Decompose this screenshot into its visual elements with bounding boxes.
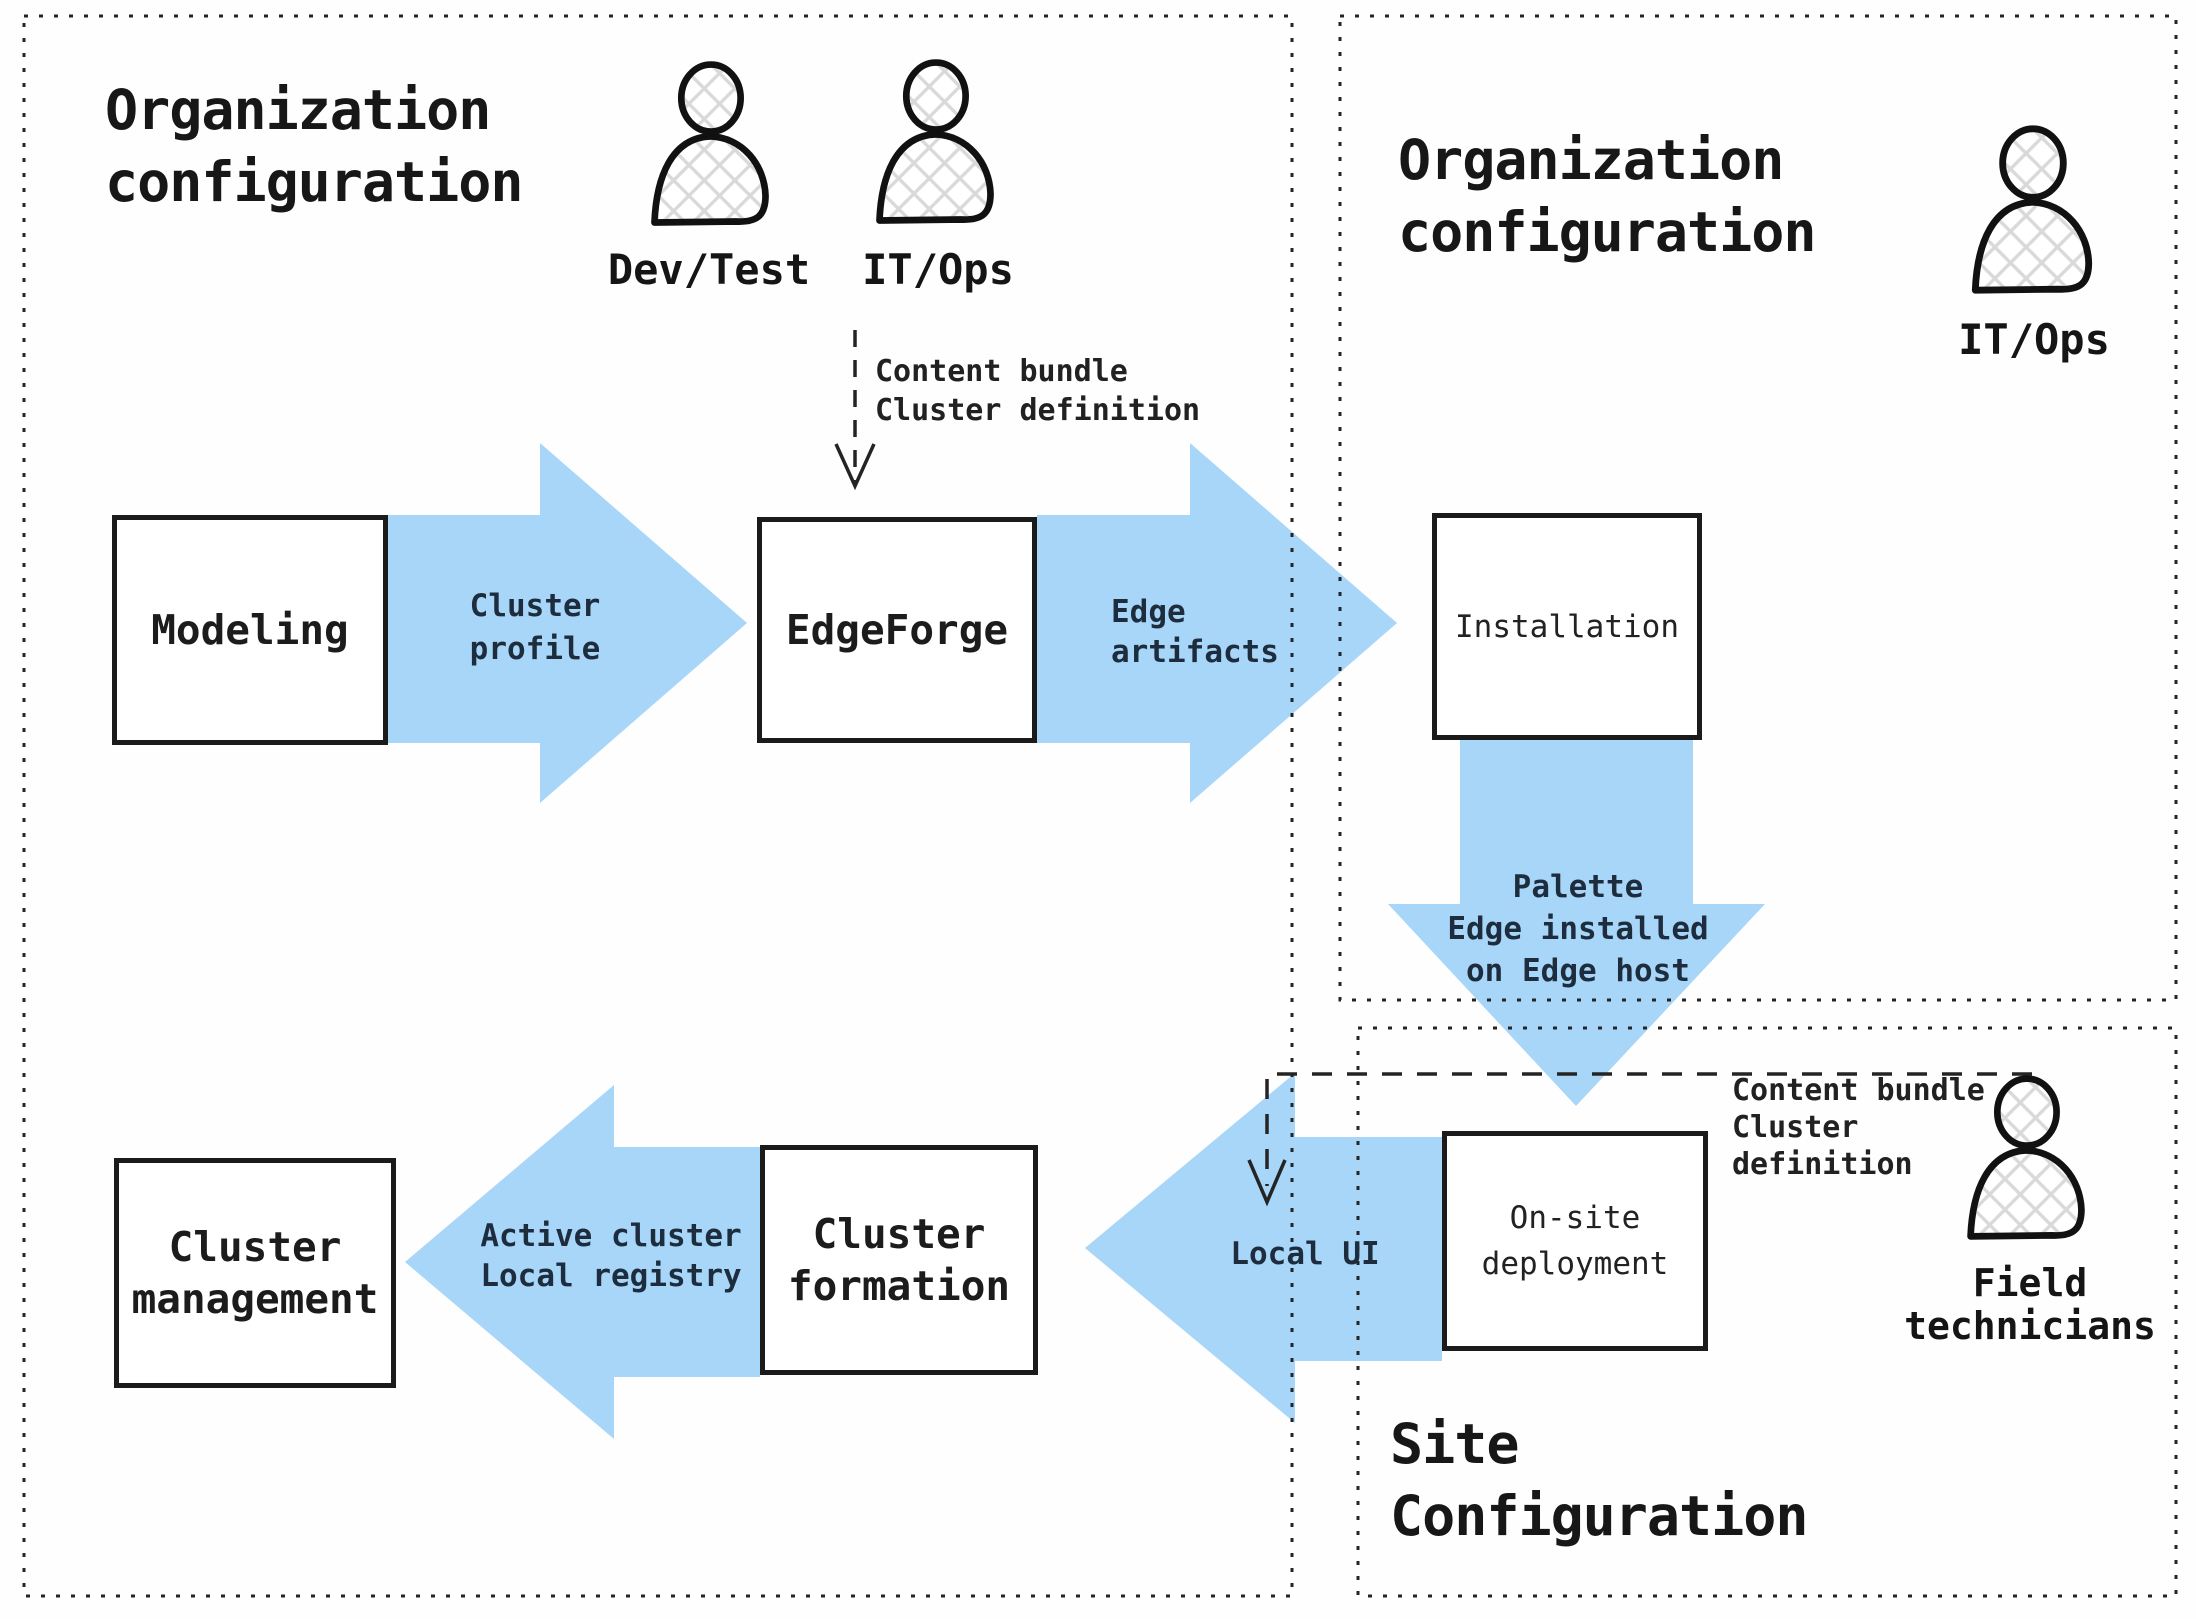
edge-artifacts-annotation: Edge artifacts [1111,594,1279,670]
site-config-title: Site Configuration [1390,1412,1808,1548]
palette-installed-annotation: Palette Edge installed on Edge host [1447,869,1709,989]
edgeforge-label: EdgeForge [785,605,1009,654]
it-ops-top-label: IT/Ops [862,245,1014,294]
installation-node: Installation [1432,513,1702,740]
region-border-org-config-left [22,14,1294,1598]
cluster-formation-node: Cluster formation [760,1145,1038,1375]
modeling-label: Modeling [151,605,349,654]
it-ops-top-person-icon [876,59,994,224]
cluster-formation-label: Cluster formation [787,1210,1011,1310]
local-ui-annotation: Local UI [1230,1236,1380,1272]
onsite-deployment-label: On-site deployment [1481,1200,1669,1282]
dashed-arrowhead-content-bundle [834,443,876,491]
content-bundle-site-annotation: Content bundle Cluster definition [1732,1073,1985,1182]
org-config-right-title: Organization configuration [1398,128,1816,264]
dashed-arrowhead-local-ui [1247,1159,1287,1207]
onsite-deployment-node: On-site deployment [1442,1131,1708,1351]
edgeforge-node: EdgeForge [757,517,1037,743]
region-border-org-config-right [1338,14,2178,1002]
arrow-edge-artifacts [1037,443,1397,803]
dashed-arrow-field-tech-to-local-ui [1265,1072,2032,1186]
field-technicians-label: Field technicians [1904,1261,2156,1348]
region-border-site-config [1356,1026,2178,1598]
it-ops-right-label: IT/Ops [1958,315,2110,364]
it-ops-right-person-icon [1971,125,2093,294]
modeling-node: Modeling [112,515,388,745]
arrow-palette-install-down [1388,740,1765,1106]
arrow-cluster-profile [388,443,747,803]
content-bundle-top-annotation: Content bundle Cluster definition [875,354,1201,428]
arrow-local-ui-left [1085,1073,1442,1423]
cluster-management-label: Cluster management [131,1223,379,1323]
dev-test-person-icon [651,61,769,226]
cluster-management-node: Cluster management [114,1158,396,1388]
org-config-left-title: Organization configuration [105,78,523,214]
installation-label: Installation [1455,608,1679,645]
field-technicians-person-icon [1967,1075,2085,1240]
dev-test-label: Dev/Test [607,245,811,294]
cluster-profile-annotation: Cluster profile [469,588,601,667]
active-cluster-annotation: Active cluster Local registry [480,1218,742,1294]
arrow-active-cluster-left [405,1085,760,1439]
